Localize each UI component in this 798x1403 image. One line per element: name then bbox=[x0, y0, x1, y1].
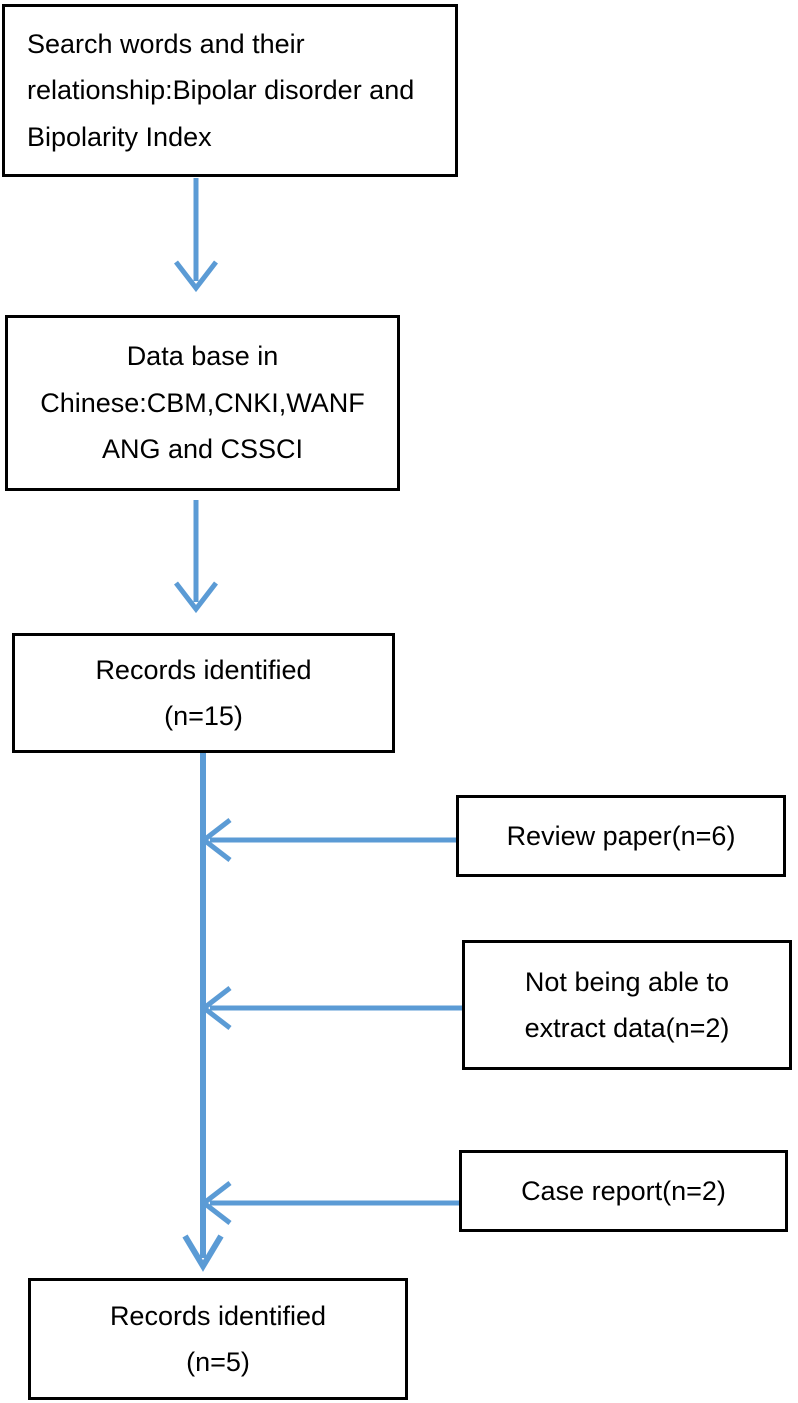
search-words-line-2: relationship:Bipolar disorder and bbox=[27, 75, 415, 106]
records-final-count: (n=5) bbox=[186, 1347, 250, 1377]
search-words-box: Search words and their relationship:Bipo… bbox=[2, 4, 458, 177]
records-initial-count: (n=15) bbox=[164, 701, 243, 731]
search-words-line-3: Bipolarity Index bbox=[27, 121, 212, 152]
records-identified-final-box: Records identified (n=5) bbox=[28, 1278, 408, 1400]
records-final-label: Records identified bbox=[109, 1300, 327, 1331]
database-line-2: Chinese:CBM,CNKI,WANF bbox=[40, 387, 365, 418]
records-initial-label: Records identified bbox=[95, 654, 312, 685]
arrow-database-to-records-initial bbox=[174, 500, 218, 614]
arrow-review-paper-to-spine bbox=[199, 818, 456, 862]
arrow-case-report-to-spine bbox=[199, 1181, 459, 1225]
database-box: Data base in Chinese:CBM,CNKI,WANF ANG a… bbox=[5, 315, 400, 491]
records-identified-initial-box: Records identified (n=15) bbox=[12, 633, 395, 753]
no-extract-line-1: Not being able to bbox=[524, 966, 730, 997]
arrow-search-to-database bbox=[174, 178, 218, 293]
arrow-no-extract-to-spine bbox=[199, 986, 462, 1030]
no-extract-line-2: extract data(n=2) bbox=[524, 1013, 730, 1043]
review-paper-label: Review paper(n=6) bbox=[506, 820, 736, 851]
case-report-label: Case report(n=2) bbox=[521, 1175, 726, 1206]
search-words-line-1: Search words and their bbox=[27, 28, 305, 59]
exclusion-review-paper-box: Review paper(n=6) bbox=[456, 795, 786, 877]
database-line-1: Data base in bbox=[126, 341, 279, 372]
exclusion-not-able-to-extract-box: Not being able to extract data(n=2) bbox=[462, 940, 792, 1070]
database-line-3: ANG and CSSCI bbox=[101, 434, 304, 465]
arrow-spine-to-records-final bbox=[182, 753, 224, 1272]
exclusion-case-report-box: Case report(n=2) bbox=[459, 1150, 788, 1232]
